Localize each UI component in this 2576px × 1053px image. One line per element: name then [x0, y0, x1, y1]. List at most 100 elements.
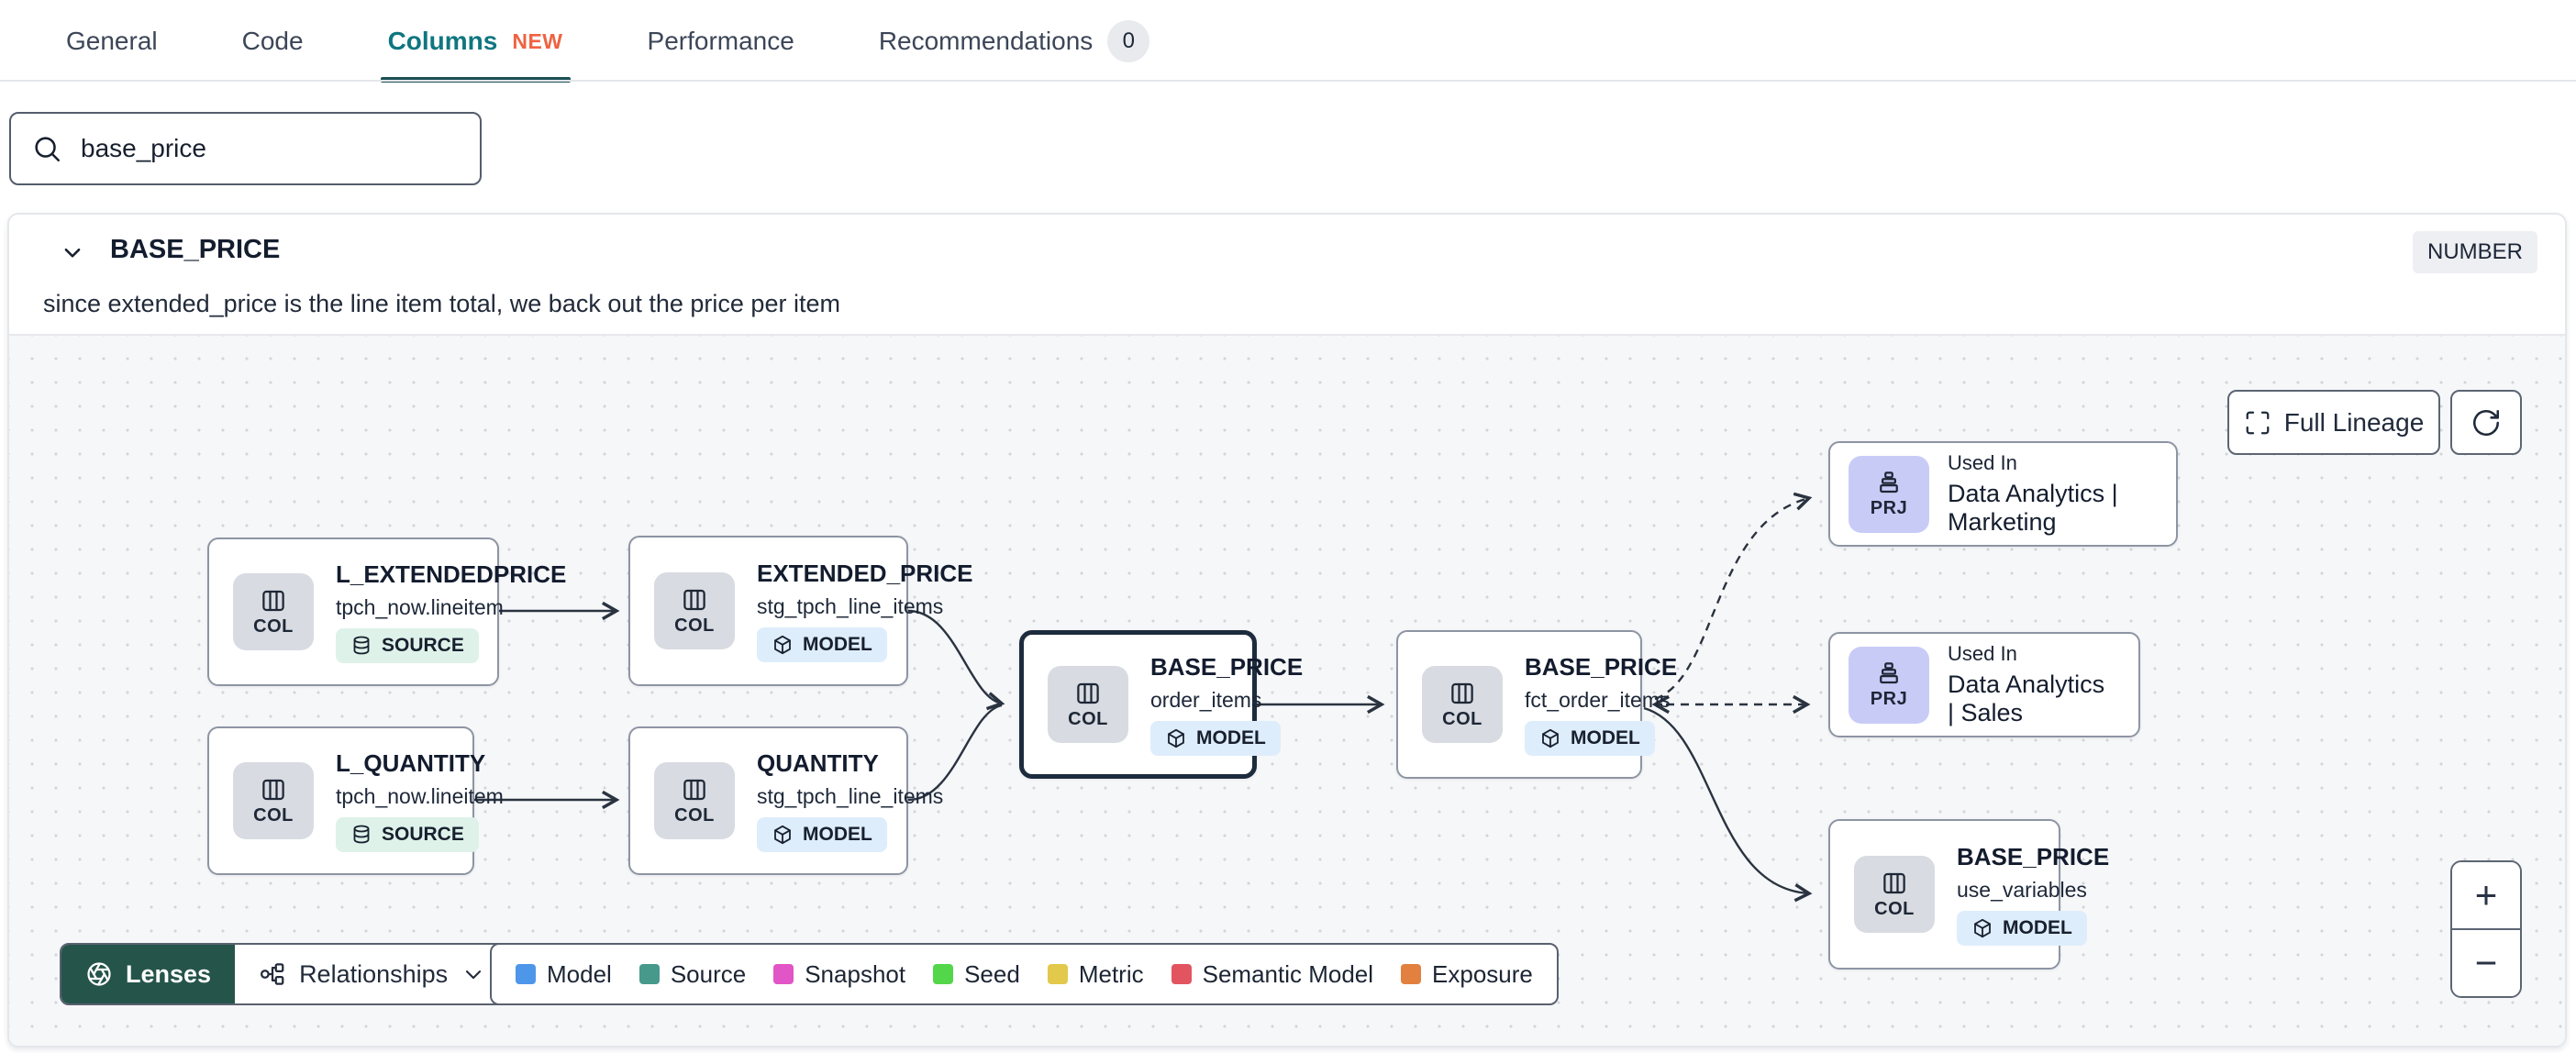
- node-used-in-sales[interactable]: PRJ Used In Data Analytics | Sales: [1828, 632, 2140, 737]
- used-in-label: Used In: [1948, 642, 2017, 665]
- node-title: Data Analytics | Sales: [1948, 671, 2105, 726]
- node-subtitle: tpch_now.lineitem: [336, 784, 504, 808]
- project-icon: [1880, 471, 1898, 493]
- legend-item-metric: Metric: [1047, 960, 1144, 989]
- minus-icon: −: [2474, 941, 2498, 984]
- column-chip: COL: [654, 572, 735, 649]
- badge-label: MODEL: [1196, 727, 1266, 748]
- tab-general[interactable]: General: [66, 0, 158, 83]
- chip-label: COL: [1874, 898, 1915, 919]
- node-base-price-fct-order-items[interactable]: COL BASE_PRICE fct_order_items MODEL: [1396, 630, 1677, 779]
- model-badge: MODEL: [757, 627, 887, 662]
- badge-label: MODEL: [803, 824, 872, 845]
- columns-icon: [683, 589, 705, 610]
- node-title: BASE_PRICE: [1957, 843, 2110, 870]
- node-subtitle: stg_tpch_line_items: [757, 594, 944, 618]
- project-chip: PRJ: [1849, 455, 1929, 533]
- cube-icon: [1542, 728, 1559, 748]
- chip-label: COL: [253, 615, 294, 637]
- legend-label: Seed: [964, 959, 1020, 988]
- zoom-out-button[interactable]: −: [2452, 930, 2520, 996]
- relationships-icon: [261, 963, 284, 985]
- legend-item-model: Model: [516, 960, 612, 989]
- badge-label: SOURCE: [382, 824, 464, 845]
- plus-icon: +: [2474, 873, 2498, 916]
- node-subtitle: tpch_now.lineitem: [336, 595, 504, 619]
- tabbar-divider: [0, 80, 2576, 82]
- node-used-in-marketing[interactable]: PRJ Used In Data Analytics | Marketing: [1828, 441, 2178, 547]
- column-type-badge: NUMBER: [2412, 231, 2537, 273]
- collapse-chevron-icon[interactable]: [57, 237, 88, 268]
- chip-label: COL: [1068, 708, 1108, 729]
- column-description: since extended_price is the line item to…: [43, 290, 840, 317]
- legend-item-seed: Seed: [933, 960, 1020, 989]
- relationships-label: Relationships: [299, 959, 449, 988]
- node-l-extendedprice[interactable]: COL L_EXTENDEDPRICE tpch_now.lineitem SO…: [207, 538, 566, 686]
- legend-item-snapshot: Snapshot: [773, 960, 905, 989]
- refresh-button[interactable]: [2450, 390, 2522, 455]
- chip-label: COL: [674, 804, 715, 826]
- column-chip: COL: [1048, 666, 1128, 743]
- model-badge: MODEL: [757, 817, 887, 852]
- node-base-price-use-variables[interactable]: COL BASE_PRICE use_variables MODEL: [1828, 819, 2109, 970]
- columns-icon: [1077, 682, 1099, 704]
- node-type-legend: Model Source Snapshot Seed Metric Semant…: [490, 943, 1559, 1005]
- chip-label: PRJ: [1870, 498, 1908, 518]
- legend-swatch: [516, 964, 536, 984]
- column-header-row[interactable]: BASE_PRICE NUMBER: [9, 215, 2565, 294]
- badge-label: SOURCE: [382, 635, 464, 656]
- legend-item-source: Source: [638, 959, 747, 989]
- node-quantity[interactable]: COL QUANTITY stg_tpch_line_items MODEL: [628, 726, 943, 875]
- search-input[interactable]: [81, 134, 460, 163]
- fullscreen-icon: [2246, 411, 2270, 434]
- column-search[interactable]: [9, 112, 482, 185]
- model-badge: MODEL: [1150, 721, 1281, 756]
- badge-label: MODEL: [1571, 727, 1640, 748]
- node-l-quantity[interactable]: COL L_QUANTITY tpch_now.lineitem SOURCE: [207, 726, 504, 875]
- node-base-price-order-items[interactable]: COL BASE_PRICE order_items MODEL: [1019, 630, 1303, 779]
- cube-icon: [1974, 918, 1991, 938]
- node-title: Data Analytics | Marketing: [1948, 480, 2118, 536]
- legend-label: Source: [670, 959, 747, 988]
- column-chip: COL: [1422, 666, 1503, 743]
- node-extended-price[interactable]: COL EXTENDED_PRICE stg_tpch_line_items M…: [628, 536, 973, 686]
- tab-columns[interactable]: Columns NEW: [380, 0, 571, 83]
- node-title: EXTENDED_PRICE: [757, 560, 973, 587]
- chevron-down-icon: [466, 970, 482, 980]
- column-chip: COL: [233, 762, 314, 839]
- full-lineage-button[interactable]: Full Lineage: [2227, 390, 2440, 455]
- lenses-button[interactable]: Lenses: [61, 945, 236, 1003]
- badge-label: MODEL: [2003, 917, 2072, 938]
- lens-toolbar: Lenses Relationships: [60, 943, 513, 1005]
- legend-item-exposure: Exposure: [1401, 960, 1533, 989]
- tab-general-label: General: [66, 27, 158, 55]
- project-icon: [1880, 662, 1898, 684]
- node-subtitle: stg_tpch_line_items: [757, 784, 944, 808]
- columns-icon: [262, 779, 284, 800]
- column-detail-card: BASE_PRICE NUMBER since extended_price i…: [7, 213, 2567, 1047]
- zoom-in-button[interactable]: +: [2452, 862, 2520, 930]
- tab-code[interactable]: Code: [242, 0, 304, 83]
- node-title: BASE_PRICE: [1150, 653, 1304, 681]
- node-subtitle: order_items: [1150, 688, 1262, 712]
- column-chip: COL: [654, 762, 735, 839]
- legend-swatch: [1401, 964, 1422, 984]
- zoom-control: + −: [2450, 860, 2522, 998]
- database-icon: [353, 825, 370, 844]
- chip-label: COL: [1442, 708, 1482, 729]
- column-chip: COL: [233, 573, 314, 650]
- node-title: L_EXTENDEDPRICE: [336, 560, 567, 588]
- tab-recommendations[interactable]: Recommendations 0: [878, 0, 1150, 83]
- columns-icon: [1451, 682, 1473, 704]
- lineage-canvas[interactable]: COL L_EXTENDEDPRICE tpch_now.lineitem SO…: [9, 334, 2565, 1046]
- columns-icon: [683, 779, 705, 800]
- relationships-dropdown[interactable]: Relationships: [235, 945, 511, 1003]
- legend-label: Snapshot: [805, 959, 906, 988]
- legend-label: Exposure: [1432, 959, 1533, 988]
- tab-recommendations-label: Recommendations: [878, 27, 1094, 55]
- tab-performance[interactable]: Performance: [648, 0, 794, 83]
- full-lineage-label: Full Lineage: [2283, 407, 2425, 437]
- database-icon: [353, 636, 370, 655]
- column-name: BASE_PRICE: [110, 235, 281, 264]
- new-badge: NEW: [512, 28, 563, 53]
